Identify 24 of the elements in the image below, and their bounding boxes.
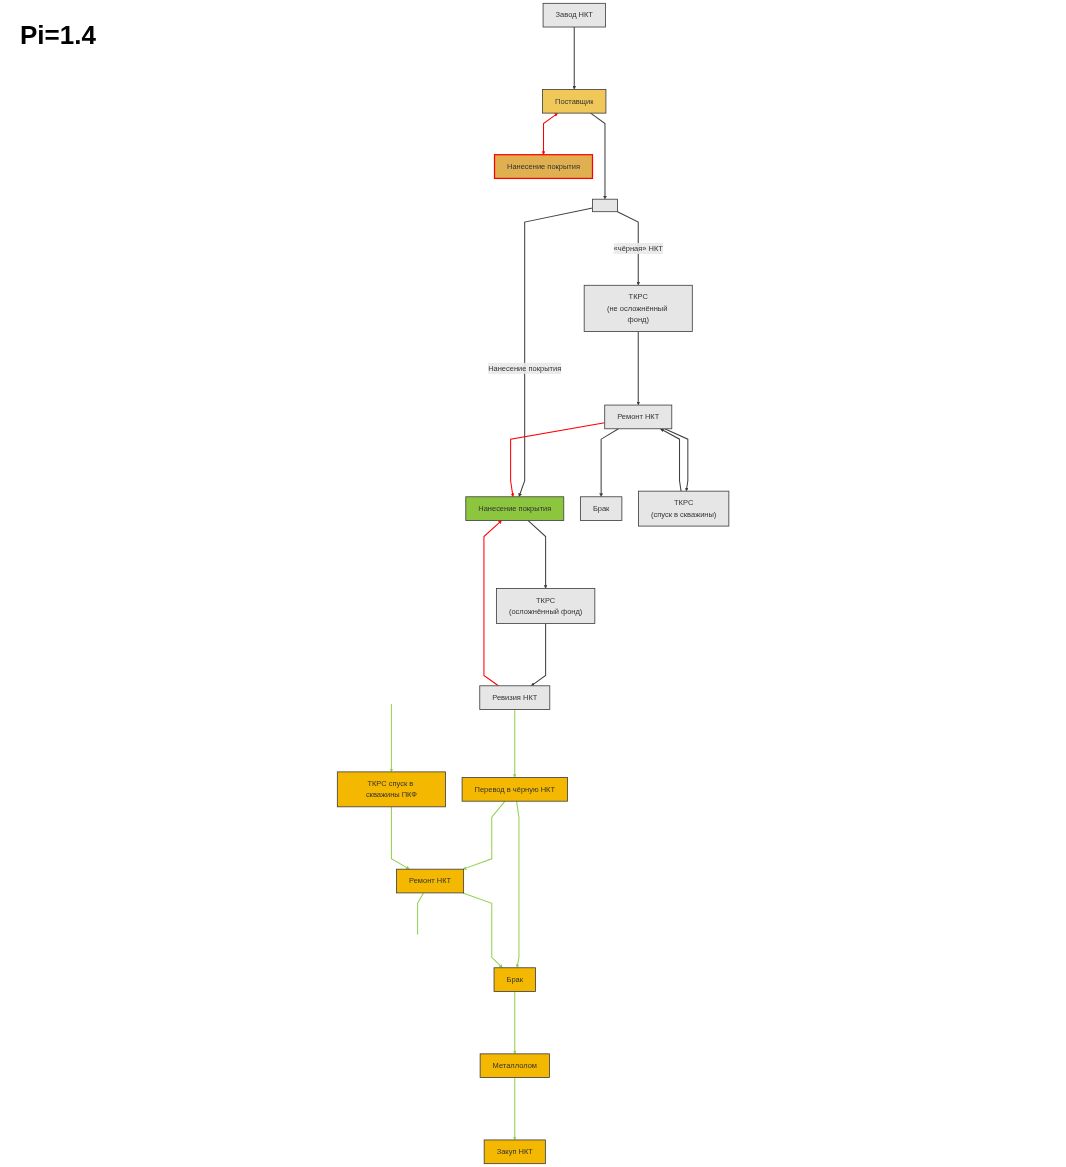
arrow (390, 806, 410, 870)
arrow (512, 709, 517, 778)
pi-label: Pi=1.4 (20, 20, 96, 51)
arrow (572, 26, 576, 90)
node-box (592, 198, 618, 213)
arrow (616, 211, 640, 286)
arrow (515, 800, 520, 968)
arrow (590, 112, 607, 200)
arrow (462, 892, 503, 968)
arrow (664, 428, 689, 492)
arrow (510, 422, 606, 497)
arrow (599, 428, 619, 497)
arrow (512, 990, 517, 1055)
arrow (518, 207, 593, 497)
connector (417, 892, 424, 936)
arrow (462, 800, 506, 870)
arrow (636, 330, 640, 406)
arrow (527, 519, 548, 589)
arrow (659, 428, 682, 492)
arrow (483, 520, 502, 687)
arrow (541, 113, 558, 155)
arrow (530, 622, 547, 686)
arrow (389, 703, 394, 773)
arrow (512, 1077, 517, 1141)
